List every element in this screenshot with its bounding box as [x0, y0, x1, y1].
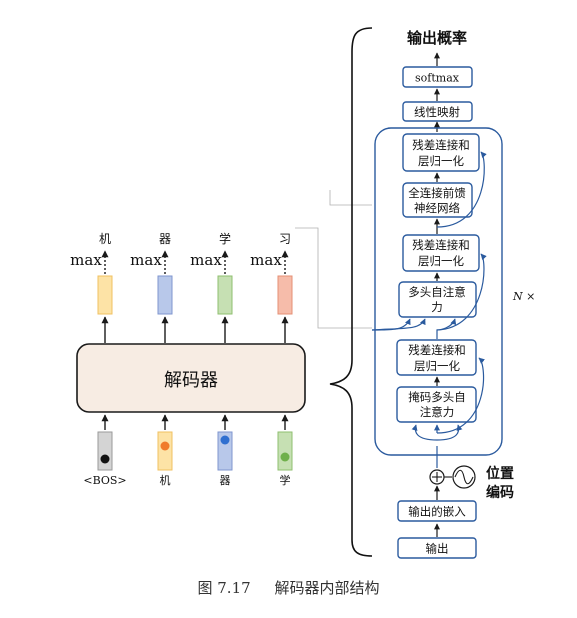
input-vector-2 [157, 431, 173, 471]
add-norm-2-line2: 层归一化 [418, 254, 464, 268]
softmax-box [402, 66, 473, 88]
decoder-block [76, 343, 306, 413]
guide-line-top [329, 190, 372, 206]
linear-box [402, 101, 473, 122]
n-times-label: N × [512, 290, 535, 303]
input-label-3: 器 [220, 474, 231, 487]
sine-wave [454, 469, 474, 485]
input-label-4: 学 [280, 473, 291, 487]
add-norm-1-line1: 残差连接和 [408, 343, 466, 357]
masked-mha-line2: 注意力 [420, 405, 455, 419]
masked-mha-line1: 掩码多头自 [408, 390, 466, 404]
figure-caption: 图 7.17 解码器内部结构 [0, 577, 577, 598]
masked-input-left [411, 424, 438, 441]
embed-label: 输出的嵌入 [408, 505, 466, 519]
output-box [397, 537, 477, 559]
max-label-2: max [130, 251, 162, 269]
add-norm-3-line1: 残差连接和 [412, 138, 470, 152]
input-label-2: 机 [160, 473, 171, 487]
ffn-box [402, 182, 473, 218]
ffn-residual-path [436, 151, 487, 228]
mha-line2: 力 [431, 300, 443, 314]
mha-line1: 多头自注意 [408, 285, 466, 299]
output-vector-2 [157, 275, 173, 315]
add-norm-2-line1: 残差连接和 [412, 238, 470, 252]
input-token-dot-3 [220, 435, 230, 445]
masked-residual-path [436, 357, 486, 434]
output-label: 输出 [426, 542, 449, 556]
add-norm-1-box [396, 339, 477, 376]
output-prob-title: 输出概率 [407, 29, 467, 47]
max-label-4: max [250, 251, 282, 269]
linear-label: 线性映射 [414, 105, 460, 119]
masked-input-right [436, 424, 463, 441]
pos-enc-line2: 编码 [486, 484, 514, 501]
output-vector-1 [97, 275, 113, 315]
embed-box [397, 500, 477, 522]
input-token-dot-2 [160, 441, 170, 451]
guide-line-mid [295, 227, 372, 329]
add-norm-3-box [402, 133, 480, 172]
max-label-1: max [70, 251, 102, 269]
mha-input-path [436, 318, 457, 339]
max-label-3: max [190, 251, 222, 269]
decoder-layer-frame [374, 127, 503, 456]
input-token-dot-1 [100, 454, 110, 464]
masked-mha-box [396, 386, 477, 423]
input-vector-4 [277, 431, 293, 471]
figure-title: 解码器内部结构 [274, 579, 380, 597]
output-label-2: 器 [159, 232, 171, 246]
output-vector-3 [217, 275, 233, 315]
right-panel: 输出概率 softmax 线性映射 N × 残差连接和 层归一化 全连接前馈 神… [371, 29, 535, 559]
ffn-line1: 全连接前馈 [408, 186, 466, 200]
add-norm-1-line2: 层归一化 [414, 359, 460, 373]
encoder-input-path-2 [371, 318, 426, 331]
input-token-dot-4 [280, 452, 290, 462]
decoder-label: 解码器 [164, 370, 218, 391]
input-label-1: <BOS> [83, 474, 126, 487]
add-norm-3-line2: 层归一化 [418, 154, 464, 168]
add-norm-2-box [402, 234, 480, 272]
curly-brace [329, 27, 373, 557]
output-label-3: 学 [219, 231, 231, 246]
mha-residual-path [436, 253, 487, 331]
output-vector-4 [277, 275, 293, 315]
mha-box [398, 281, 477, 318]
ffn-line2: 神经网络 [414, 201, 460, 215]
left-panel: 机 器 学 习 max max max max 解码器 [70, 190, 372, 487]
input-vector-1 [97, 431, 113, 471]
output-label-4: 习 [279, 232, 291, 246]
figure-number: 图 7.17 [197, 579, 251, 597]
softmax-label: softmax [415, 72, 460, 85]
output-label-1: 机 [99, 232, 111, 246]
pos-enc-line1: 位置 [486, 465, 514, 482]
